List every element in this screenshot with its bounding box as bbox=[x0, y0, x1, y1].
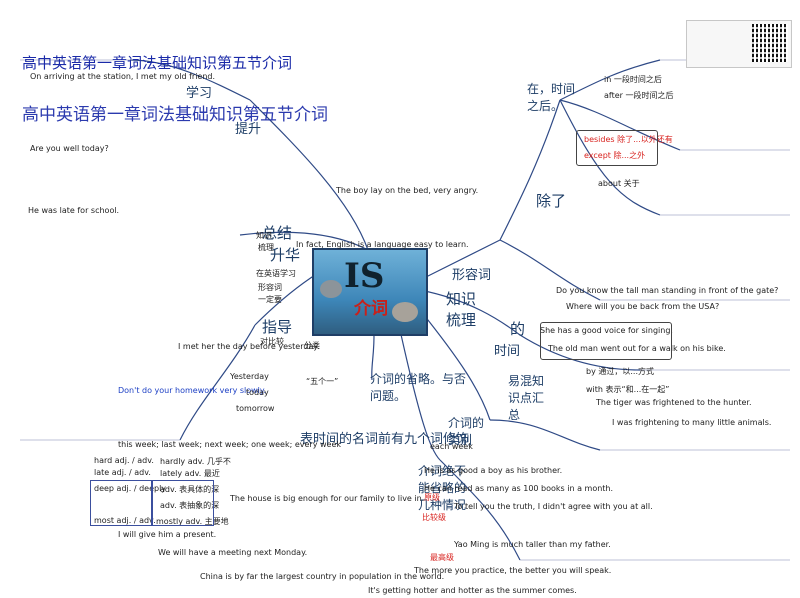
text-line: hardly adv. 几乎不 bbox=[160, 457, 231, 466]
text-line: Yao Ming is much taller than my father. bbox=[454, 540, 611, 549]
text-line: I met her the day before yesterday. bbox=[178, 342, 320, 351]
stone-icon bbox=[392, 302, 418, 322]
prep-in: in 一段时间之后 bbox=[604, 75, 662, 84]
prep-after: after 一段时间之后 bbox=[604, 91, 674, 100]
label-form: 形容词 bbox=[258, 283, 282, 292]
prep-by: by 通过，以...方式 bbox=[586, 367, 654, 376]
prep-besides: besides 除了...以外还有 bbox=[584, 135, 673, 144]
text-line: He can read as many as 100 books in a mo… bbox=[424, 484, 614, 493]
text-line: The old man went out for a walk on his b… bbox=[548, 344, 726, 353]
text-line: “五个一” bbox=[306, 377, 339, 386]
text-line: He is as good a boy as his brother. bbox=[424, 466, 563, 475]
text-line: She has a good voice for singing. bbox=[540, 326, 673, 335]
text-line: In fact, English is a language easy to l… bbox=[296, 240, 469, 249]
label-note: 对比较 bbox=[260, 337, 284, 346]
text-line: I will give him a present. bbox=[118, 530, 217, 539]
text-line: adv. 表具体的深 bbox=[160, 485, 220, 494]
prep-with: with 表示“和...在一起” bbox=[586, 385, 670, 394]
branch-omit: 介词的省略。与否问题。 bbox=[370, 372, 467, 403]
text-line: The tiger was frightened to the hunter. bbox=[596, 398, 752, 407]
text-line: Are you well today? bbox=[30, 144, 109, 153]
text-line: adv. 表抽象的深 bbox=[160, 501, 220, 510]
branch-time: 在，时间之后。 bbox=[527, 82, 576, 113]
stone-icon bbox=[320, 280, 342, 298]
label-comparative: 比较级 bbox=[422, 513, 446, 522]
label-superlative: 最高级 bbox=[430, 553, 454, 562]
text-line: deep adj. / deeply bbox=[94, 484, 167, 493]
label-knowledge: 知识 bbox=[256, 231, 272, 240]
page-title: 高中英语第一章词法基础知识第五节介词 bbox=[22, 54, 293, 72]
text-line: To tell you the truth, I didn't agree wi… bbox=[454, 502, 653, 511]
text-line: He was late for school. bbox=[28, 206, 120, 215]
text-line: China is by far the largest country in p… bbox=[200, 572, 445, 581]
branch-point: 指导 bbox=[262, 318, 293, 336]
text-line: this week; last week; next week; one wee… bbox=[118, 440, 342, 449]
branch-knowledge: 知识梳理 bbox=[446, 290, 477, 329]
frame-box bbox=[90, 480, 152, 526]
frame-box bbox=[152, 480, 214, 526]
text-line: Yesterday bbox=[230, 372, 269, 381]
branch-promote: 提升 bbox=[235, 122, 262, 137]
frame-oval bbox=[576, 130, 658, 166]
text-line: most adj. / adv. bbox=[94, 516, 156, 525]
prep-about: about 关于 bbox=[598, 179, 640, 188]
branch-of: 的 bbox=[510, 320, 526, 338]
branch-form: 形容词 bbox=[452, 268, 492, 283]
text-line: It's getting hotter and hotter as the su… bbox=[368, 586, 577, 595]
text-line: The boy lay on the bed, very angry. bbox=[336, 186, 479, 195]
label-must: 一定要 bbox=[258, 295, 282, 304]
text-line: hard adj. / adv. bbox=[94, 456, 154, 465]
branch-guide-2: 升华 bbox=[270, 246, 301, 264]
frame-oval bbox=[540, 322, 672, 360]
prep-except: except 除...之外 bbox=[584, 151, 646, 160]
center-label: 介词 bbox=[354, 299, 388, 319]
branch-easy: 易混知识点汇总 bbox=[508, 374, 545, 422]
text-line: Where will you be back from the USA? bbox=[566, 302, 720, 311]
label-positive: 原级 bbox=[424, 493, 440, 502]
text-line: each week bbox=[430, 442, 473, 451]
branch-learn: 学习 bbox=[186, 86, 213, 101]
branch-of-time: 时间 bbox=[494, 344, 521, 359]
center-topic-card: IS 介词 bbox=[312, 248, 428, 336]
branch-guide: 总结 bbox=[262, 224, 293, 242]
text-line: lately adv. 最近 bbox=[160, 469, 220, 478]
label-classify: 分类 bbox=[304, 341, 320, 350]
page-title-overlay: 高中英语第一章词法基础知识第五节介词 bbox=[22, 105, 328, 125]
text-line: mostly adv. 主要地 bbox=[156, 517, 229, 526]
text-line: The more you practice, the better you wi… bbox=[414, 566, 612, 575]
text-line: Don't do your homework very slowly. bbox=[118, 386, 267, 395]
text-line: On arriving at the station, I met my old… bbox=[30, 72, 216, 81]
label-study: 在英语学习 bbox=[256, 269, 296, 278]
text-line: today bbox=[246, 388, 269, 397]
text-line: late adj. / adv. bbox=[94, 468, 151, 477]
branch-kinds: 介词的类别 bbox=[448, 416, 485, 447]
branch-table: 表时间的名词前有九个词修饰 bbox=[300, 432, 470, 447]
text-line: tomorrow bbox=[236, 404, 275, 413]
center-is-text: IS bbox=[344, 256, 385, 296]
text-line: The house is big enough for our family t… bbox=[230, 494, 425, 503]
text-line: Do you know the tall man standing in fro… bbox=[556, 286, 779, 295]
label-knowledge-2: 梳理 bbox=[258, 243, 274, 252]
text-line: We will have a meeting next Monday. bbox=[158, 548, 308, 557]
text-line: I was frightening to many little animals… bbox=[612, 418, 772, 427]
branch-remove: 除了 bbox=[536, 192, 567, 210]
branch-cannot: 介词绝不能省略的几种情况 bbox=[418, 464, 467, 512]
